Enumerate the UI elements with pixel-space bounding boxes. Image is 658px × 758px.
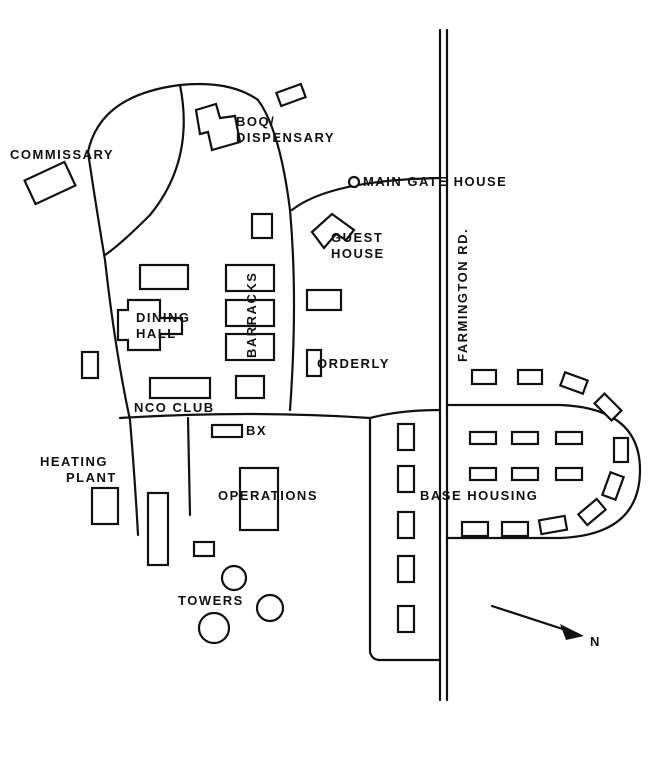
nco-club-label: NCO CLUB — [134, 400, 215, 415]
labels: COMMISSARY BOQ/ DISPENSARY MAIN GATE HOU… — [10, 114, 538, 608]
farmington-rd-label: FARMINGTON RD. — [455, 228, 470, 362]
main-gate-marker — [347, 175, 361, 189]
dining-hall-label-line1: DINING — [136, 310, 191, 325]
housing-unit — [396, 604, 416, 634]
nco-club-building — [148, 376, 212, 400]
housing-unit — [600, 470, 626, 502]
housing-unit — [460, 520, 490, 538]
orderly-label: ORDERLY — [317, 356, 390, 371]
housing-unit — [396, 464, 416, 494]
housing-unit — [554, 430, 584, 446]
barracks-building-2 — [224, 298, 276, 328]
boq-label-line1: BOQ/ — [236, 114, 275, 129]
housing-unit — [554, 466, 584, 482]
barracks-building-3 — [224, 332, 276, 362]
housing-unit — [593, 392, 623, 422]
tower — [197, 611, 231, 645]
housing-unit — [396, 422, 416, 452]
housing-unit — [510, 466, 540, 482]
guest-house-label-line1: GUEST — [331, 230, 383, 245]
north-label: N — [590, 634, 601, 649]
dining-hall-label-line2: HALL — [136, 326, 177, 341]
base-housing-label: BASE HOUSING — [420, 488, 538, 503]
small-building — [250, 212, 274, 240]
housing-unit — [612, 436, 630, 464]
housing-unit — [558, 370, 590, 396]
buildings — [23, 82, 630, 634]
bx-building — [210, 423, 244, 439]
farmington-road — [438, 28, 449, 702]
heating-plant-building — [90, 486, 120, 526]
tower — [255, 593, 285, 623]
small-building — [80, 350, 100, 380]
barracks-building-1 — [224, 263, 276, 293]
boq-dispensary-building — [194, 102, 242, 152]
orderly-building — [305, 348, 323, 378]
bx-label: BX — [246, 423, 267, 438]
operations-building — [238, 466, 280, 532]
operations-label: OPERATIONS — [218, 488, 318, 503]
commissary-label: COMMISSARY — [10, 147, 114, 162]
towers — [197, 564, 285, 645]
small-building — [234, 374, 266, 400]
housing-unit — [510, 430, 540, 446]
north-arrow: N — [490, 604, 601, 649]
housing-unit — [500, 520, 530, 538]
dining-hall-building — [116, 298, 184, 352]
housing-unit — [468, 466, 498, 482]
main-gate-label: MAIN GATE HOUSE — [363, 174, 507, 189]
commissary-building — [23, 160, 77, 206]
road-network — [86, 82, 642, 662]
housing-unit — [468, 430, 498, 446]
tower — [220, 564, 248, 592]
long-building — [146, 491, 170, 567]
housing-unit — [537, 514, 569, 536]
housing-unit — [396, 554, 416, 584]
heating-plant-label-line2: PLANT — [66, 470, 117, 485]
small-building — [274, 82, 308, 108]
boq-label-line2: DISPENSARY — [236, 130, 335, 145]
small-building — [305, 288, 343, 312]
small-building — [192, 540, 216, 558]
housing-unit — [516, 368, 544, 386]
towers-label: TOWERS — [178, 593, 244, 608]
housing-unit — [470, 368, 498, 386]
housing-unit — [576, 497, 608, 527]
guest-house-label-line2: HOUSE — [331, 246, 385, 261]
small-building — [138, 263, 190, 291]
heating-plant-label-line1: HEATING — [40, 454, 108, 469]
barracks-label: BARRACKS — [244, 272, 259, 358]
guest-house-building — [310, 212, 356, 250]
housing-unit — [396, 510, 416, 540]
